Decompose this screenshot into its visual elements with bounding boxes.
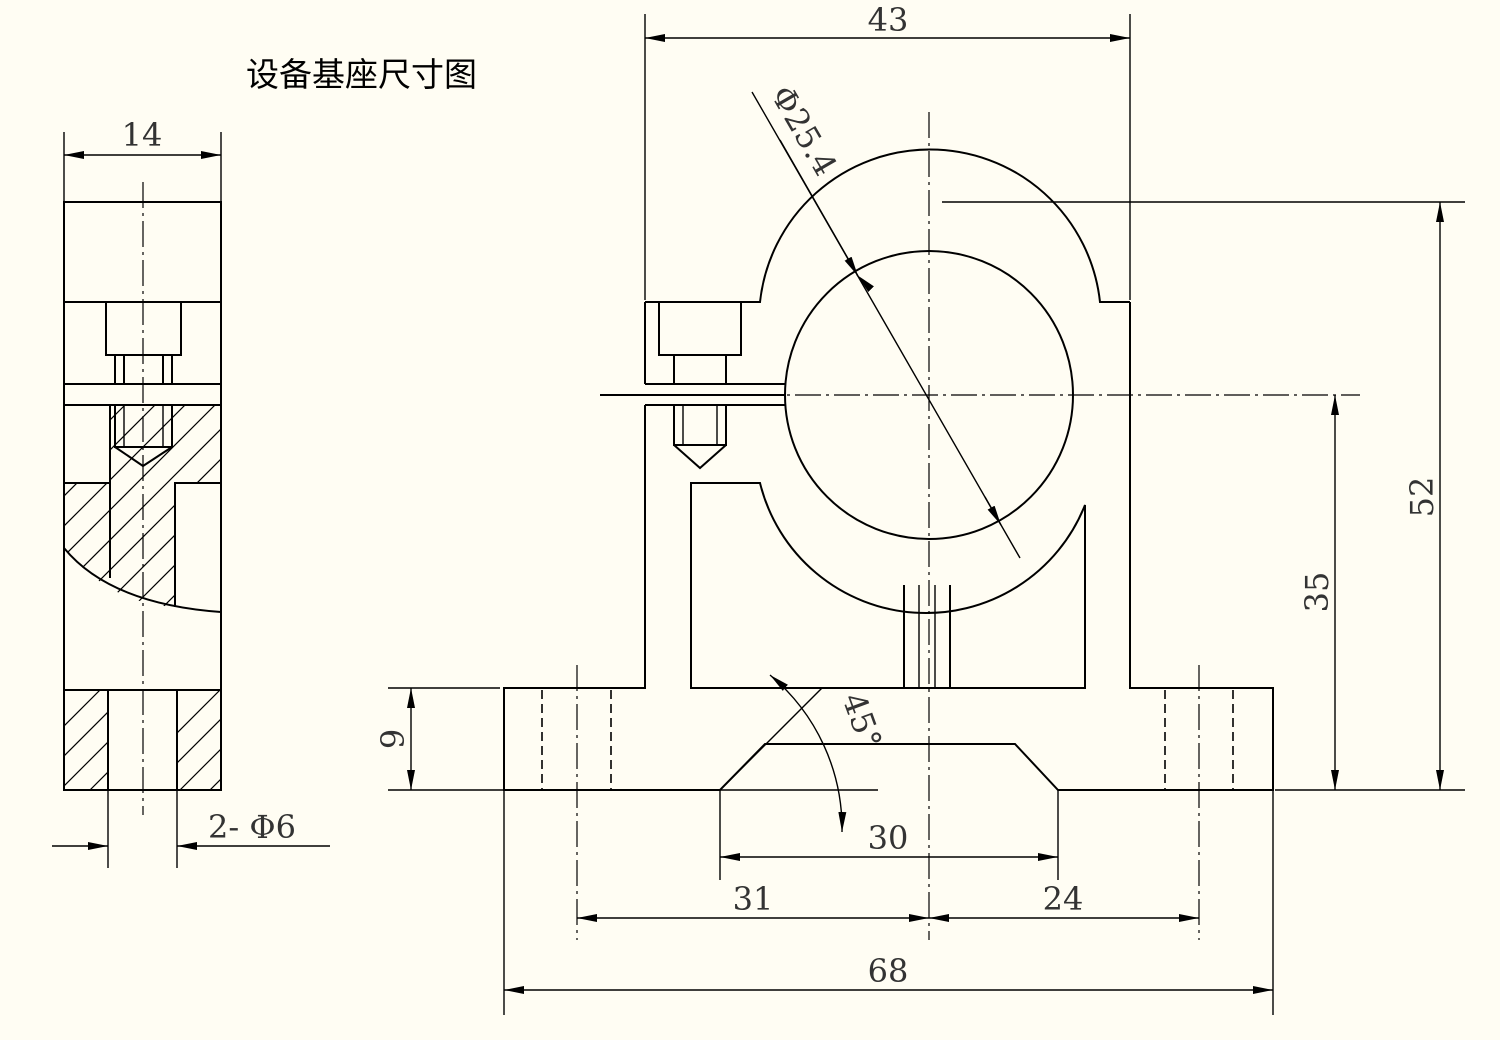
dim-base-height: 9 xyxy=(374,729,412,749)
dim-diameter: Φ25.4 xyxy=(763,79,845,182)
dim-side-width: 14 xyxy=(122,116,163,154)
dim-right-hole: 24 xyxy=(1043,880,1084,918)
dim-left-hole: 31 xyxy=(733,880,774,918)
dim-height-total: 52 xyxy=(1403,477,1441,518)
dim-top-width: 43 xyxy=(868,1,909,39)
dim-height-center: 35 xyxy=(1298,572,1336,613)
drawing-title: 设备基座尺寸图 xyxy=(246,55,477,94)
dim-slot-width: 30 xyxy=(868,819,909,857)
dim-overall: 68 xyxy=(868,952,909,990)
dim-holes: 2- Φ6 xyxy=(208,808,296,846)
front-view: 43 Φ25.4 52 35 9 45° 30 31 24 xyxy=(374,1,1465,1015)
side-view: 14 2- Φ6 xyxy=(52,116,330,868)
